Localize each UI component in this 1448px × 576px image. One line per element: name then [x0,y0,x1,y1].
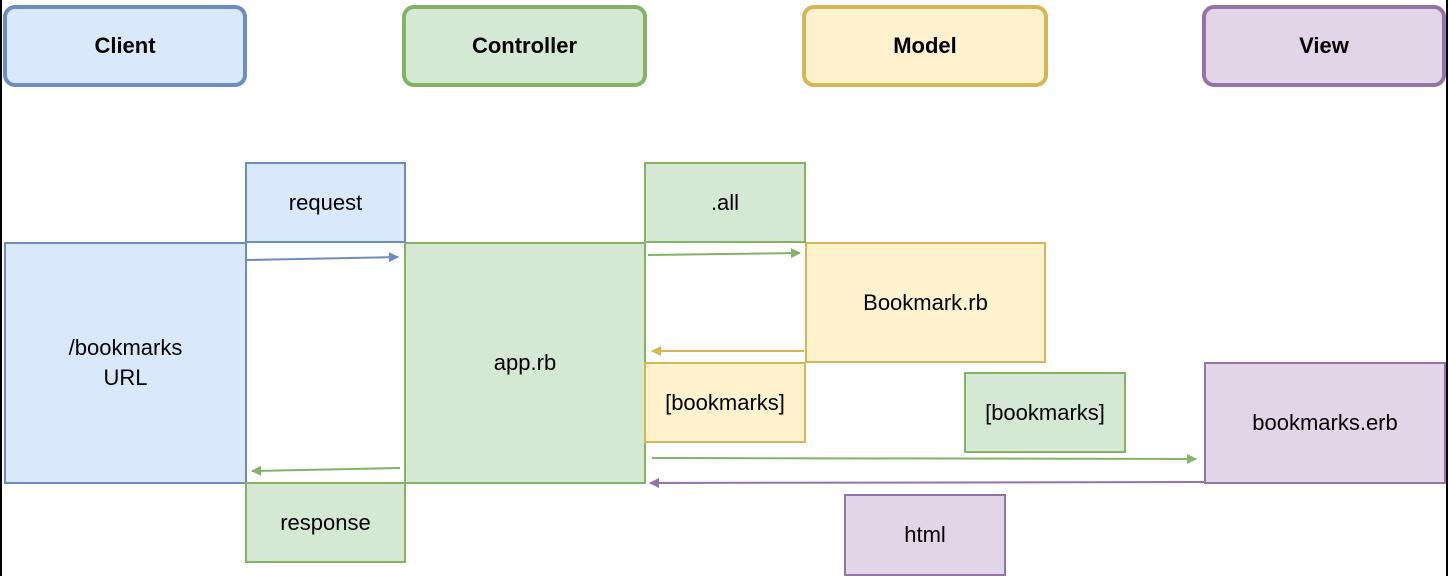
controller-app-node: app.rb [404,242,646,484]
bookmarks-to-view-label: [bookmarks] [985,399,1105,425]
lane-header-client-label: Client [94,33,156,58]
lane-header-controller-label: Controller [471,33,578,58]
view-bookmarks-erb-node: bookmarks.erb [1204,362,1446,484]
html-label: html [904,522,946,547]
response-label: response [280,509,371,535]
lane-header-model-label: Model [893,33,957,58]
request-label-box: request [245,162,406,243]
lane-header-model: Model [802,5,1048,87]
lane-header-view: View [1202,5,1446,87]
client-url-label: /bookmarks URL [68,335,183,390]
all-label-box: .all [644,162,806,243]
view-bookmarks-erb-label: bookmarks.erb [1252,410,1398,435]
client-url-node: /bookmarks URL [4,242,247,484]
html-label-box: html [844,494,1006,576]
request-label: request [288,189,363,215]
bookmarks-return-label: [bookmarks] [665,389,785,415]
response-label-box: response [245,482,406,563]
lane-header-controller: Controller [402,5,647,87]
model-bookmark-label: Bookmark.rb [863,289,988,315]
bookmarks-to-view-label-box: [bookmarks] [964,372,1126,453]
lane-header-view-label: View [1299,33,1349,58]
lane-header-client: Client [3,5,247,87]
model-bookmark-node: Bookmark.rb [805,242,1046,363]
controller-app-label: app.rb [493,350,557,375]
all-label: .all [710,189,740,215]
bookmarks-return-label-box: [bookmarks] [644,362,806,443]
